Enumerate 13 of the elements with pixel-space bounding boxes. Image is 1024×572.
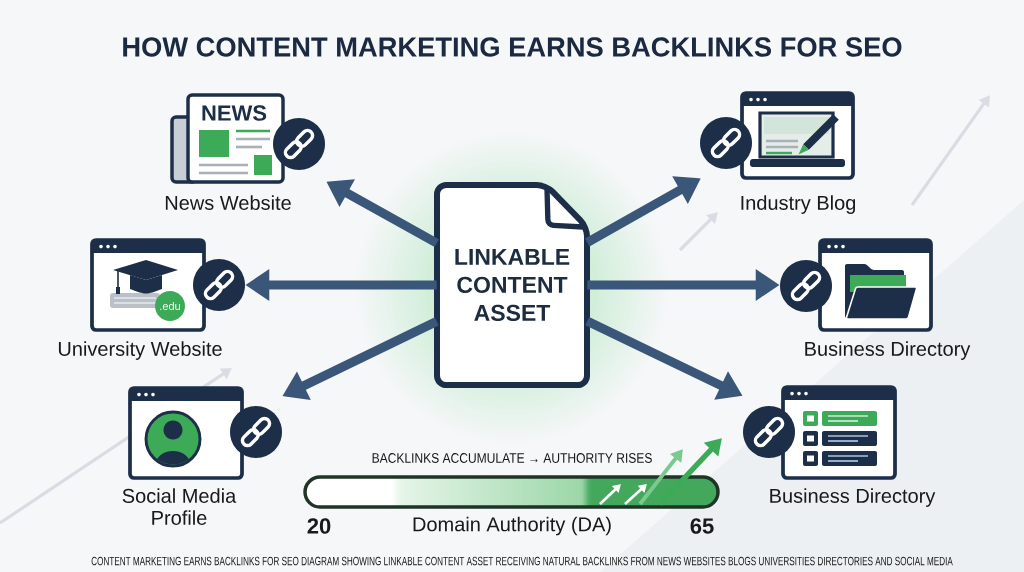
title: HOW CONTENT MARKETING EARNS BACKLINKS FOR SEO xyxy=(123,37,902,57)
node-label: University Website xyxy=(58,341,222,360)
caption: CONTENT MARKETING EARNS BACKLINKS FOR SEO DIAGRAM SHOWING LINKABLE CONTENT ASSET RECEIVING NATURAL BACKLINKS FROM NEWS WEBSITES BLOGS UNIVERSITIES DIRECTORIES AND SOCIAL MEDIA xyxy=(91,556,953,566)
node-label: Industry Blog xyxy=(741,195,856,214)
annotation-text: BACKLINKS ACCUMULATE → AUTHORITY RISES xyxy=(372,453,652,463)
node-label: Business Directory xyxy=(805,341,971,360)
node-label: Social Media Profile xyxy=(122,488,237,525)
node-label: News Website xyxy=(165,195,291,210)
scale-label: Domain Authority (DA) xyxy=(413,516,611,536)
domain-badge: .edu xyxy=(155,291,185,321)
node-label: Business Directory xyxy=(770,488,936,507)
scale-value: 20 xyxy=(307,518,331,534)
scale-value: 65 xyxy=(690,518,714,534)
